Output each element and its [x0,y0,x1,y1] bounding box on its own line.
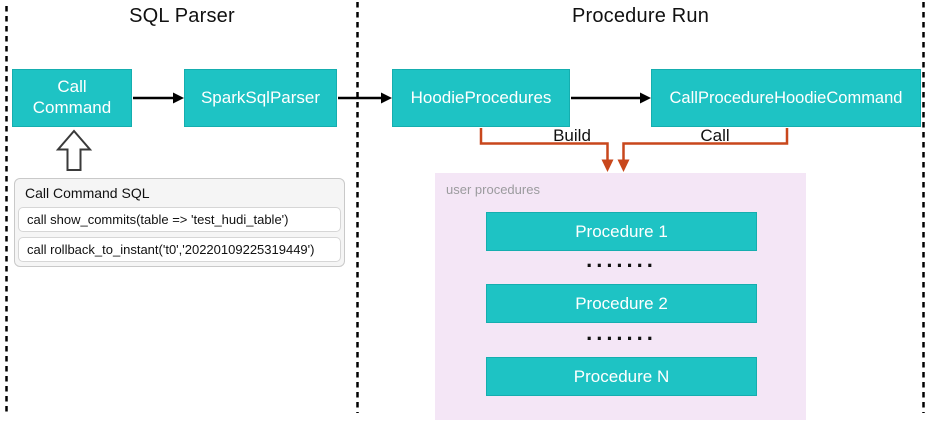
ellipsis-dots: ....... [586,320,657,345]
sql-panel-title: Call Command SQL [25,185,150,201]
user-procedures-panel: user procedures Procedure 1 ....... Proc… [435,173,806,420]
edge-label-build: Build [553,126,591,145]
sql-statement-row: call rollback_to_instant('t0','202201092… [18,237,341,262]
node-hoodie-procedures: HoodieProcedures [392,69,570,127]
section-title-sql-parser: SQL Parser [129,5,235,27]
hollow-up-arrow-icon [55,129,93,171]
node-spark-sql-parser: SparkSqlParser [184,69,337,127]
node-call-command: Call Command [12,69,132,127]
node-call-procedure-hoodie-command: CallProcedureHoodieCommand [651,69,921,127]
ellipsis-dots: ....... [586,247,657,272]
procedure-item: Procedure 1 [486,212,757,251]
section-title-procedure-run: Procedure Run [571,5,710,27]
arrow-hoodieprocedures-to-callprocedurecommand-icon [571,92,651,104]
edge-label-call: Call [700,126,730,145]
procedure-item: Procedure 2 [486,284,757,323]
user-procedures-label: user procedures [446,182,540,197]
procedure-item: Procedure N [486,357,757,396]
arrow-sparksqlparser-to-hoodieprocedures-icon [338,92,392,104]
arrow-callcommand-to-sparksqlparser-icon [133,92,184,104]
sql-statement-row: call show_commits(table => 'test_hudi_ta… [18,207,341,232]
call-command-sql-panel: Call Command SQL call show_commits(table… [14,178,345,267]
